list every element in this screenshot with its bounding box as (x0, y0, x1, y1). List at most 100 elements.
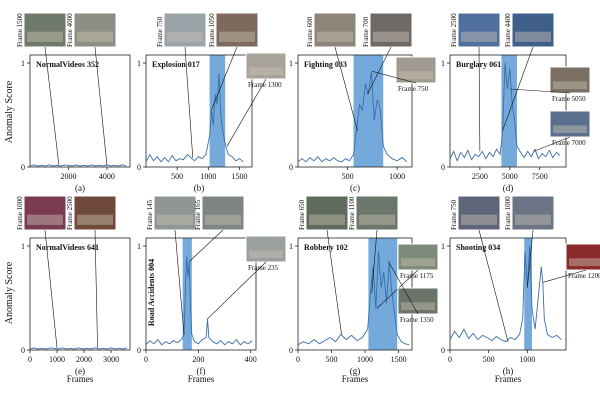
x-tick-label: 200 (192, 355, 204, 364)
panel-sublabel: (b) (194, 183, 205, 193)
frame-label: Frame 4000 (66, 13, 74, 47)
y-tick-label: 1 (21, 59, 25, 68)
x-tick-label: 1000 (49, 355, 65, 364)
thumbnail-detail (553, 81, 587, 90)
callout-leader (211, 46, 238, 110)
y-tick-label: 0 (21, 163, 25, 172)
thumbnail-detail (77, 31, 113, 42)
frame-label: Frame 750 (398, 85, 429, 93)
x-tick-label: 4000 (99, 172, 115, 181)
frame-thumbnail (397, 243, 439, 271)
callout-leader (376, 269, 419, 309)
callout-leader (478, 229, 509, 342)
callout-leader (44, 46, 60, 165)
frame-label: Frame 600 (306, 16, 314, 47)
frame-thumbnail (511, 12, 555, 48)
frame-thumbnail (565, 243, 600, 271)
callout-leader (94, 229, 98, 348)
thumbnail-detail (309, 214, 345, 225)
frame-thumbnail (397, 287, 439, 315)
thumbnail-detail (569, 258, 600, 267)
frame-label: Frame 2500 (450, 13, 458, 47)
y-tick-label: 1 (137, 59, 141, 68)
series-line (449, 245, 562, 343)
plot-frame (29, 237, 131, 351)
thumbnail-detail (515, 31, 551, 42)
anomaly-band (182, 238, 192, 350)
chart-title: Road Accidents 004 (147, 259, 156, 326)
x-axis-label: Frames (188, 374, 215, 384)
x-axis-label: Frames (495, 374, 522, 384)
frame-label: Frame 1300 (248, 81, 282, 89)
thumbnail-detail (515, 214, 551, 225)
x-tick-label: 5000 (502, 172, 518, 181)
callout-leader (326, 229, 342, 335)
chart-title: Burglary 061 (456, 60, 501, 69)
thumbnail-detail (399, 71, 433, 80)
y-tick-label: 0 (137, 346, 141, 355)
panel-sublabel: (f) (197, 366, 206, 376)
y-tick-label: 0 (289, 163, 293, 172)
callout-leader (527, 229, 534, 288)
frame-thumbnail (457, 12, 501, 48)
y-tick-label: 1 (289, 242, 293, 251)
y-axis-label-top: Anomaly Score (4, 80, 15, 143)
plot-frame (145, 237, 257, 351)
frame-thumbnail (511, 195, 555, 231)
plot-frame (145, 54, 253, 168)
callout-leader (174, 229, 185, 335)
y-tick-label: 1 (441, 59, 445, 68)
frame-label: Frame 750 (450, 199, 458, 230)
thumbnail-detail (461, 214, 497, 225)
x-tick-label: 0 (144, 355, 148, 364)
frame-label: Frame 650 (298, 199, 306, 230)
series-line (297, 71, 408, 163)
series-line (29, 347, 128, 350)
frame-label: Frame 2500 (66, 196, 74, 230)
thumbnail-detail (77, 214, 113, 225)
x-tick-label: 1500 (232, 172, 248, 181)
callout-leader (44, 229, 58, 348)
frame-thumbnail (23, 195, 67, 231)
x-tick-label: 500 (326, 355, 338, 364)
frame-label: Frame 1200 (568, 272, 600, 280)
x-tick-label: 2500 (472, 172, 488, 181)
chart-title: NormalVideos 641 (36, 243, 99, 252)
frame-thumbnail (245, 235, 287, 263)
frame-thumbnail (549, 110, 591, 138)
thumbnail-detail (27, 31, 63, 42)
frame-label: Frame 145 (146, 199, 154, 230)
thumbnail-detail (401, 258, 435, 267)
thumbnail-detail (373, 31, 409, 42)
panel-sublabel: (h) (503, 366, 514, 376)
x-axis-label: Frames (67, 374, 94, 384)
chart-title: Explosion 017 (152, 60, 200, 69)
thumbnail-detail (27, 214, 63, 225)
x-tick-label: 500 (483, 355, 495, 364)
anomaly-band (368, 238, 398, 350)
frame-thumbnail (23, 12, 67, 48)
frame-label: Frame 1500 (16, 13, 24, 47)
plot-frame (297, 54, 413, 168)
x-axis-label: Frames (342, 374, 369, 384)
chart-title: Fighting 033 (304, 60, 347, 69)
frame-label: Frame 700 (362, 16, 370, 47)
thumbnail-detail (317, 31, 353, 42)
plot-frame (29, 54, 131, 168)
frame-thumbnail (369, 12, 413, 48)
frame-thumbnail (73, 195, 117, 231)
frame-label: Frame 1050 (208, 13, 216, 47)
callout-leader (207, 261, 267, 320)
frame-label: Frame 1000 (504, 196, 512, 230)
thumbnail-detail (359, 214, 395, 225)
callout-leader (94, 46, 108, 165)
thumbnail-detail (249, 67, 283, 76)
x-tick-label: 1000 (357, 355, 373, 364)
y-tick-label: 0 (441, 163, 445, 172)
frame-label: Frame 165 (194, 199, 202, 230)
chart-title: NormalVideos 352 (36, 60, 99, 69)
